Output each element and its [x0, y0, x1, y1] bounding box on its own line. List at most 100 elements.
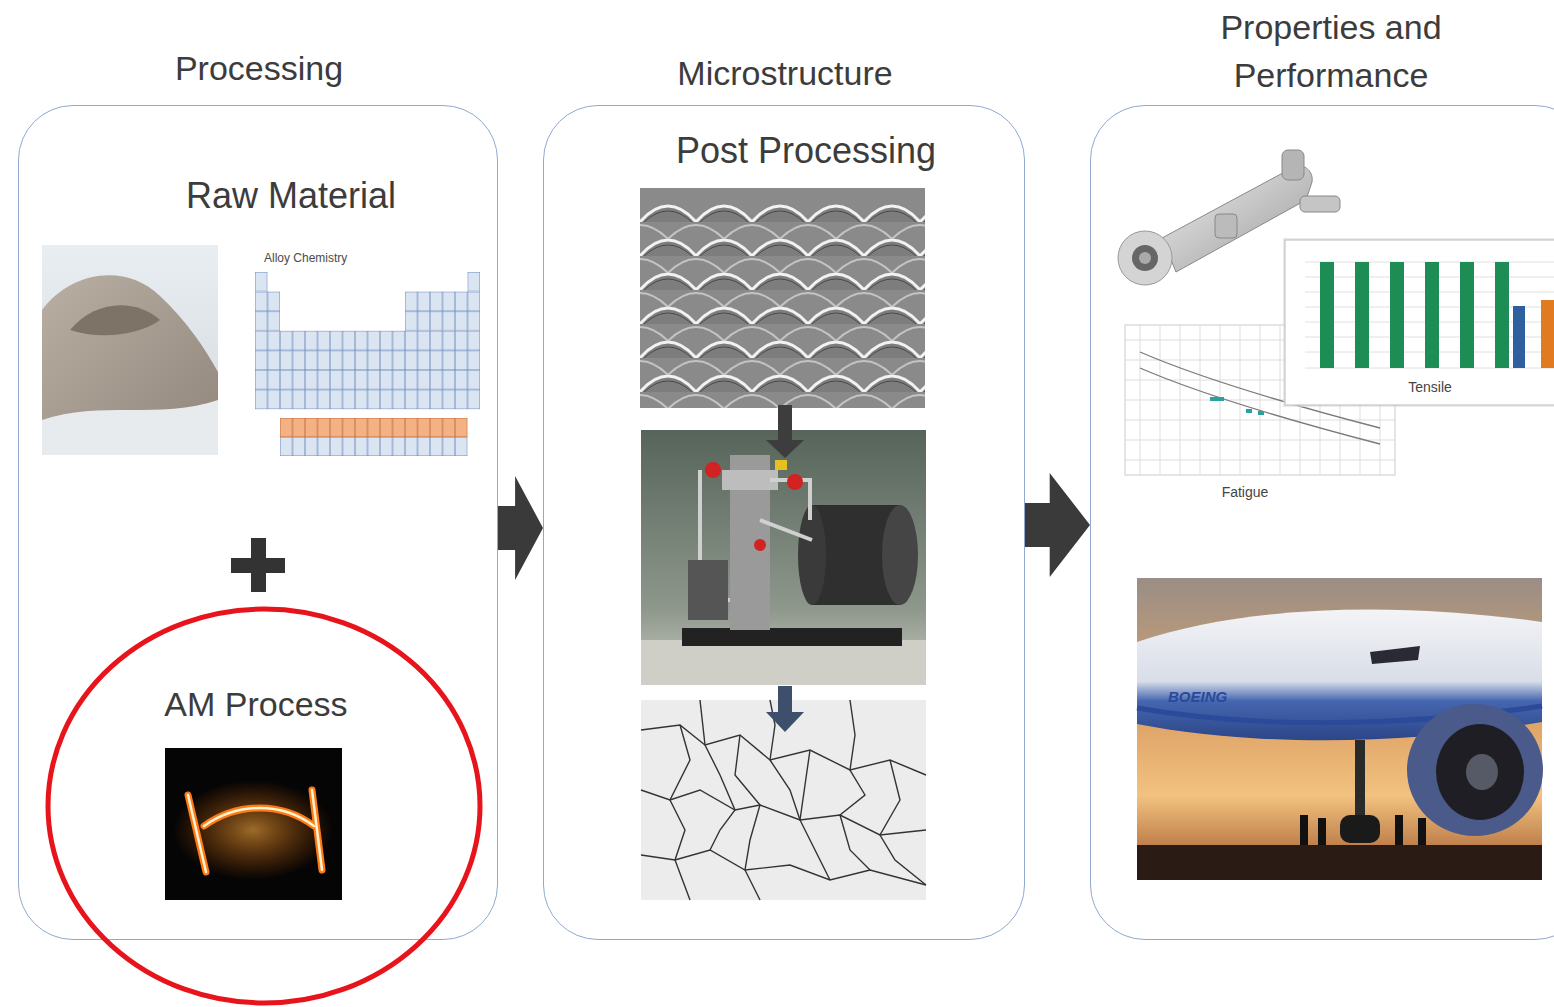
grain-micrograph-part-part: [880, 760, 926, 885]
am-process-photo-part: [165, 748, 342, 900]
fatigue-chart-part: [1246, 409, 1252, 413]
tensile-chart-part: [1320, 262, 1334, 368]
airplane-photo-part: [1137, 578, 1542, 880]
airplane-photo-part: [1418, 818, 1426, 845]
powder-photo: [42, 245, 218, 455]
stage-heading: Properties and Performance: [1166, 3, 1496, 99]
grain-micrograph-part-part: [800, 750, 830, 880]
engine-part-part: [1300, 196, 1340, 212]
powder-photo-part: [42, 400, 218, 455]
grain-micrograph-part-part: [770, 760, 800, 820]
image-label: Alloy Chemistry: [264, 251, 347, 265]
powder-photo-part: [42, 275, 218, 455]
hip-machine-photo-part: [641, 430, 926, 685]
melt-pool-micrograph-part: [640, 188, 925, 408]
airplane-photo-part: [1466, 754, 1498, 790]
grain-micrograph-part-part: [670, 725, 690, 900]
hip-machine-photo-part: [787, 474, 803, 490]
livery-text: BOEING: [1168, 688, 1227, 705]
grain-micrograph-part-part: [770, 700, 775, 760]
down-arrows-part: [778, 686, 792, 716]
tensile-chart-part: [1390, 262, 1404, 368]
engine-part-part: [1282, 150, 1304, 180]
tensile-chart-part: [1425, 262, 1439, 368]
fatigue-chart-part: [1210, 397, 1224, 401]
periodic-table-part: [255, 272, 268, 292]
powder-photo-part: [42, 245, 218, 455]
section-title: Raw Material: [134, 174, 448, 217]
am-process-photo-part: [173, 780, 333, 880]
hip-machine-photo-part: [754, 539, 766, 551]
periodic-table-part: [280, 418, 468, 437]
engine-part-part: [1215, 214, 1237, 238]
periodic-table-part: [255, 331, 480, 409]
periodic-table: [255, 272, 480, 456]
grain-micrograph-part: [641, 700, 926, 900]
airplane-photo-part: [1300, 815, 1308, 845]
grain-micrograph-part-part: [705, 745, 735, 850]
tensile-chart-part: [1355, 262, 1369, 368]
melt-pool-micrograph-part: [640, 205, 925, 408]
down-arrows: [766, 405, 804, 732]
am-process-photo-part: [188, 790, 322, 872]
hip-machine-photo: [641, 430, 926, 685]
plus-sign-part: [251, 538, 266, 592]
tensile-chart-part: [1305, 262, 1554, 368]
down-arrows-part: [766, 440, 804, 458]
grain-micrograph-part-part: [840, 700, 870, 870]
plus-sign: [231, 538, 285, 592]
flow-arrow: [498, 476, 543, 580]
am-process-photo-part: [188, 790, 322, 872]
airplane-photo-part: [1407, 704, 1543, 836]
tensile-chart: [1283, 238, 1554, 407]
tensile-chart-part: [1285, 240, 1554, 405]
grain-micrograph-part-part: [641, 725, 926, 775]
engine-part-part: [1118, 231, 1172, 285]
tensile-chart-part: [1460, 262, 1474, 368]
airplane-photo-part: [1395, 815, 1403, 845]
airplane-photo-part: [1436, 724, 1524, 820]
grain-micrograph: [641, 700, 926, 900]
down-arrows-part: [778, 405, 792, 443]
flow-arrow: [1025, 473, 1090, 577]
airplane-photo: [1137, 578, 1543, 880]
tensile-chart-part: [1513, 306, 1525, 368]
grain-micrograph-part-part: [735, 735, 760, 900]
periodic-table-part: [255, 292, 280, 331]
stage-heading: Processing: [19, 48, 499, 89]
tensile-chart-part: [1541, 300, 1554, 368]
stage-panel: AM ProcessProcessingRaw Material: [18, 105, 498, 940]
stage-heading: Microstructure: [575, 53, 995, 94]
melt-pool-micrograph: [640, 188, 925, 408]
periodic-table-part: [405, 292, 480, 331]
melt-pool-micrograph-part: [640, 188, 925, 408]
stage-panel: MicrostructurePost Processing: [543, 105, 1025, 940]
airplane-photo-part: [1137, 845, 1542, 880]
highlight-circle: AM Process: [45, 606, 483, 1006]
hip-machine-photo-part: [688, 560, 728, 620]
chart-label: Fatigue: [1222, 484, 1269, 500]
hip-machine-photo-part: [775, 460, 787, 470]
section-title: Post Processing: [646, 129, 966, 172]
tensile-chart-part-part: [1305, 262, 1554, 368]
airplane-photo-part: [1340, 815, 1380, 843]
am-process-photo: [165, 748, 342, 900]
engine-part-part: [1132, 245, 1158, 271]
grain-micrograph-part: [641, 700, 926, 900]
grain-micrograph-part-part: [641, 850, 926, 885]
engine-part-part: [1139, 252, 1151, 264]
circle-outline: [48, 609, 480, 1003]
periodic-table-part: [468, 272, 481, 292]
airplane-photo-part: [1370, 646, 1420, 664]
hip-machine-photo-part: [682, 628, 902, 646]
chart-label: Tensile: [1408, 379, 1452, 395]
tensile-chart-part: [1495, 262, 1509, 368]
circle-outline: [45, 606, 483, 1006]
grain-micrograph-part-part: [700, 700, 705, 745]
hip-machine-photo-part: [882, 505, 918, 605]
hip-machine-photo-part: [722, 470, 778, 490]
hip-machine-photo-part: [705, 462, 721, 478]
hip-machine-photo-part: [641, 640, 926, 685]
